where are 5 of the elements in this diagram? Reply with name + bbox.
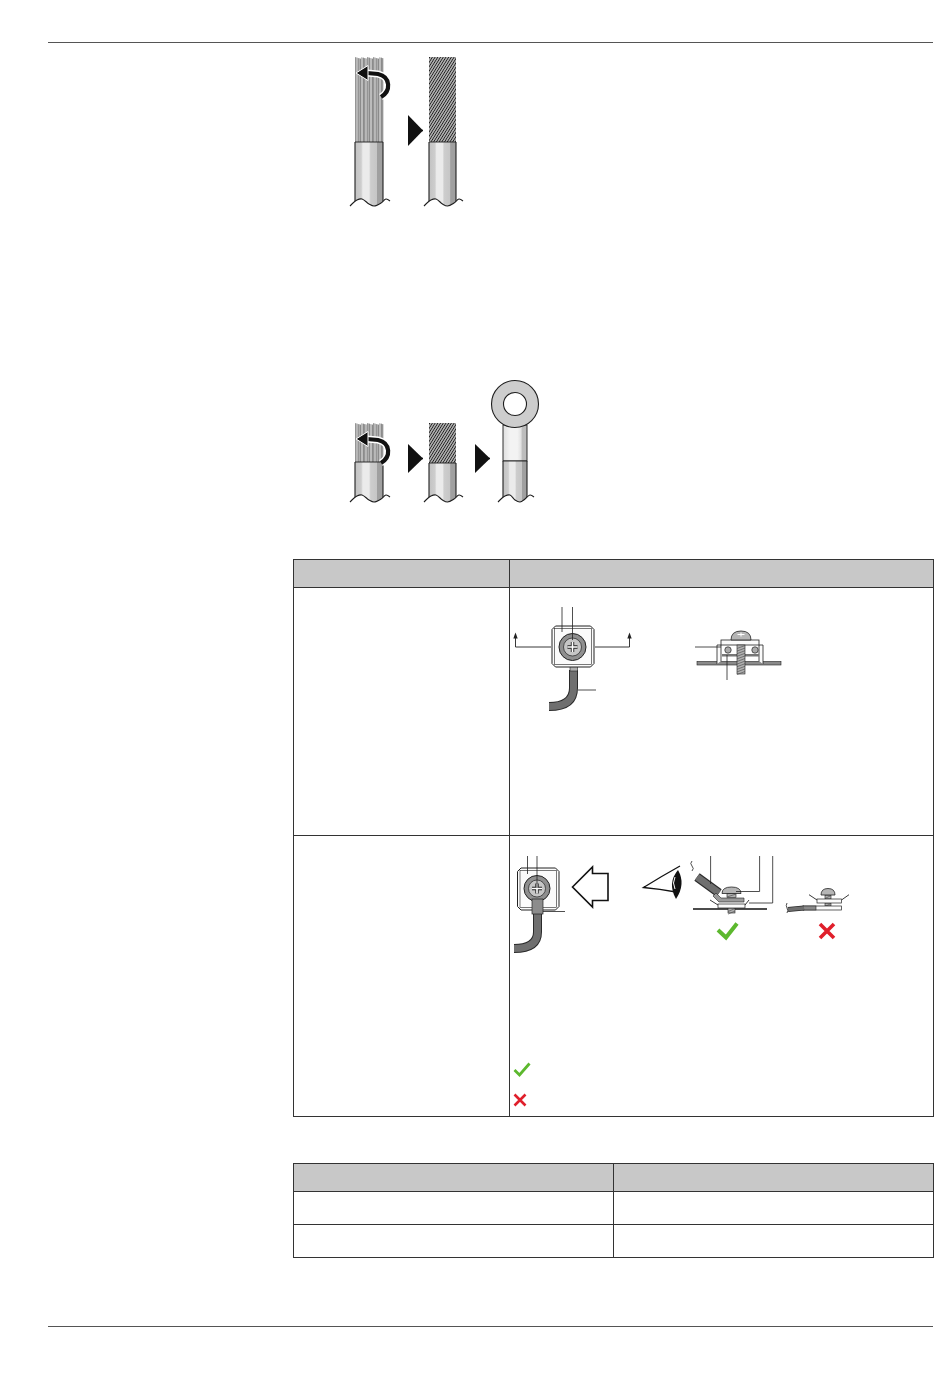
ring-terminal-drawing: [490, 379, 538, 503]
twisted-wire-drawing: [423, 423, 463, 503]
stripped-wire-drawing: [350, 423, 392, 503]
twisted-wire-drawing: [423, 57, 463, 207]
stripped-wire-drawing: [350, 57, 392, 207]
